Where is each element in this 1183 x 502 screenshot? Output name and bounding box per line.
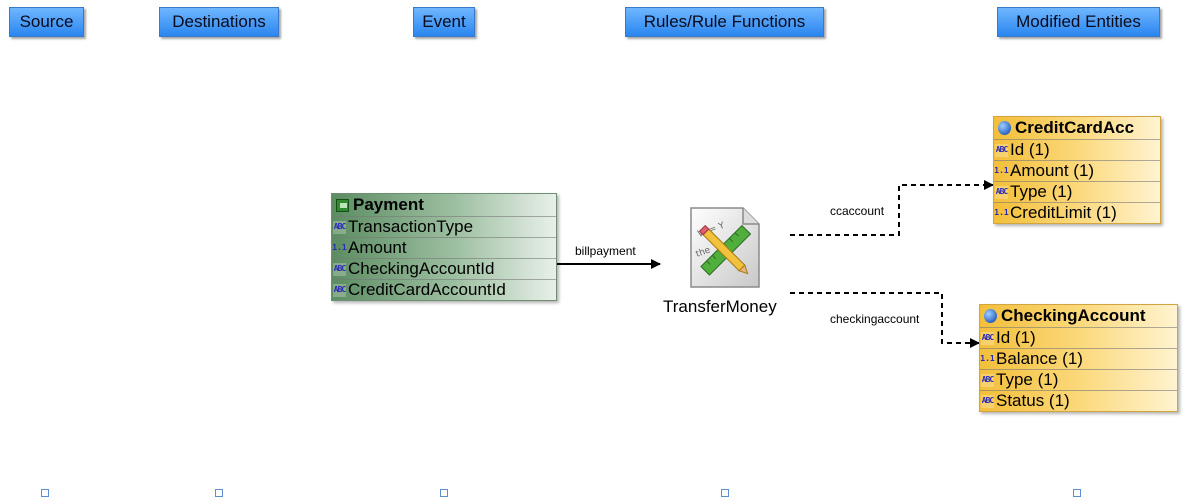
rule-transfermoney[interactable]: W = Y the TransferMoney — [660, 205, 790, 320]
concept-field-row[interactable]: 1.1 Amount (1) — [994, 160, 1160, 181]
concept-field-row[interactable]: ABC Status (1) — [980, 390, 1177, 411]
lane-marker-event[interactable] — [440, 489, 448, 497]
event-field-row[interactable]: ABC TransactionType — [332, 216, 556, 237]
concept-title: CheckingAccount — [980, 305, 1177, 327]
text-type-icon: ABC — [981, 331, 994, 345]
lane-header-destinations[interactable]: Destinations — [159, 7, 279, 37]
concept-title: CreditCardAcc — [994, 117, 1160, 139]
concept-field-row[interactable]: ABC Type (1) — [980, 369, 1177, 390]
concept-name: CheckingAccount — [1001, 306, 1146, 325]
event-field-row[interactable]: ABC CheckingAccountId — [332, 258, 556, 279]
concept-field-row[interactable]: 1.1 CreditLimit (1) — [994, 202, 1160, 223]
edge-label-ccaccount: ccaccount — [830, 204, 885, 218]
concept-icon — [984, 309, 997, 323]
concept-name: CreditCardAcc — [1015, 118, 1135, 137]
concept-checkingaccount[interactable]: CheckingAccount ABC Id (1) 1.1 Balance (… — [979, 304, 1178, 412]
concept-field-label: Status (1) — [996, 391, 1070, 410]
concept-field-label: CreditLimit (1) — [1010, 203, 1117, 222]
edge-ccaccount — [790, 180, 994, 236]
event-icon — [336, 198, 349, 212]
text-type-icon: ABC — [981, 373, 994, 387]
number-type-icon: 1.1 — [980, 354, 995, 363]
lane-header-rules[interactable]: Rules/Rule Functions — [625, 7, 824, 37]
text-type-icon: ABC — [995, 143, 1008, 157]
lane-header-source[interactable]: Source — [9, 7, 84, 37]
svg-text:the: the — [695, 245, 713, 260]
concept-field-label: Type (1) — [1010, 182, 1073, 201]
event-field-row[interactable]: 1.1 Amount — [332, 237, 556, 258]
number-type-icon: 1.1 — [332, 243, 347, 252]
edge-label-billpayment: billpayment — [575, 244, 636, 258]
text-type-icon: ABC — [333, 283, 346, 297]
lane-marker-modified-entities[interactable] — [1073, 489, 1081, 497]
concept-field-label: Id (1) — [996, 328, 1036, 347]
event-name: Payment — [353, 195, 424, 214]
event-field-label: CheckingAccountId — [348, 259, 495, 278]
event-field-row[interactable]: ABC CreditCardAccountId — [332, 279, 556, 300]
lane-header-modified-entities[interactable]: Modified Entities — [997, 7, 1160, 37]
rule-name: TransferMoney — [663, 297, 777, 316]
concept-icon — [998, 121, 1011, 135]
text-type-icon: ABC — [333, 220, 346, 234]
concept-field-row[interactable]: 1.1 Balance (1) — [980, 348, 1177, 369]
concept-creditcardacc[interactable]: CreditCardAcc ABC Id (1) 1.1 Amount (1) … — [993, 116, 1161, 224]
concept-field-label: Type (1) — [996, 370, 1059, 389]
lane-marker-rules[interactable] — [721, 489, 729, 497]
text-type-icon: ABC — [981, 394, 994, 408]
lane-header-event[interactable]: Event — [413, 7, 475, 37]
concept-field-label: Amount (1) — [1010, 161, 1095, 180]
event-field-label: TransactionType — [348, 217, 474, 236]
concept-field-row[interactable]: ABC Type (1) — [994, 181, 1160, 202]
event-payment[interactable]: Payment ABC TransactionType 1.1 Amount A… — [331, 193, 557, 301]
concept-field-label: Id (1) — [1010, 140, 1050, 159]
text-type-icon: ABC — [333, 262, 346, 276]
concept-field-label: Balance (1) — [996, 349, 1083, 368]
concept-field-row[interactable]: ABC Id (1) — [994, 139, 1160, 160]
number-type-icon: 1.1 — [994, 208, 1009, 217]
event-title: Payment — [332, 194, 556, 216]
event-field-label: CreditCardAccountId — [348, 280, 506, 299]
lane-marker-source[interactable] — [41, 489, 49, 497]
number-type-icon: 1.1 — [994, 166, 1009, 175]
edge-label-checkingaccount: checkingaccount — [830, 312, 920, 326]
text-type-icon: ABC — [995, 185, 1008, 199]
concept-field-row[interactable]: ABC Id (1) — [980, 327, 1177, 348]
lane-marker-destinations[interactable] — [215, 489, 223, 497]
event-field-label: Amount — [348, 238, 407, 257]
rule-function-icon: W = Y the — [690, 207, 760, 288]
